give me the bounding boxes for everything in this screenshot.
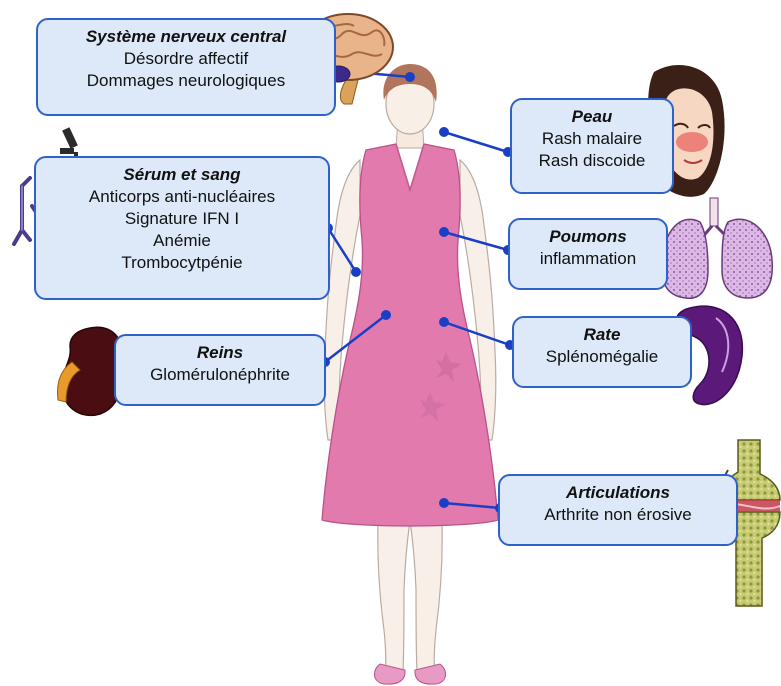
box-title: Poumons [510, 226, 666, 248]
box-title: Articulations [500, 482, 736, 504]
woman-figure-icon [322, 64, 498, 684]
right-leg [410, 520, 442, 672]
connector-skin [444, 132, 508, 152]
box-line: Désordre affectif [38, 48, 334, 70]
connector-dot [439, 127, 449, 137]
connector-dot [381, 310, 391, 320]
box-line: Glomérulonéphrite [116, 364, 324, 386]
box-serum: Sérum et sang Anticorps anti-nucléaires … [34, 156, 330, 300]
box-title: Peau [512, 106, 672, 128]
box-line: Signature IFN I [36, 208, 328, 230]
box-title: Rate [514, 324, 690, 346]
box-line: Rash discoide [512, 150, 672, 172]
left-leg [378, 520, 410, 672]
box-title: Reins [116, 342, 324, 364]
box-line: inflammation [510, 248, 666, 270]
box-line: Rash malaire [512, 128, 672, 150]
box-line: Anticorps anti-nucléaires [36, 186, 328, 208]
connector-dot [351, 267, 361, 277]
box-title: Système nerveux central [38, 26, 334, 48]
box-spleen: Rate Splénomégalie [512, 316, 692, 388]
box-line: Arthrite non érosive [500, 504, 736, 526]
box-kidneys: Reins Glomérulonéphrite [114, 334, 326, 406]
box-line: Dommages neurologiques [38, 70, 334, 92]
box-line: Anémie [36, 230, 328, 252]
box-line: Splénomégalie [514, 346, 690, 368]
connector-dot [439, 498, 449, 508]
connector-dot [439, 227, 449, 237]
box-skin: Peau Rash malaire Rash discoide [510, 98, 674, 194]
connector-dot [405, 72, 415, 82]
box-cns: Système nerveux central Désordre affecti… [36, 18, 336, 116]
box-joints: Articulations Arthrite non érosive [498, 474, 738, 546]
box-lungs: Poumons inflammation [508, 218, 668, 290]
connector-dot [439, 317, 449, 327]
box-line: Trombocytpénie [36, 252, 328, 274]
lungs-icon [662, 198, 773, 298]
box-title: Sérum et sang [36, 164, 328, 186]
